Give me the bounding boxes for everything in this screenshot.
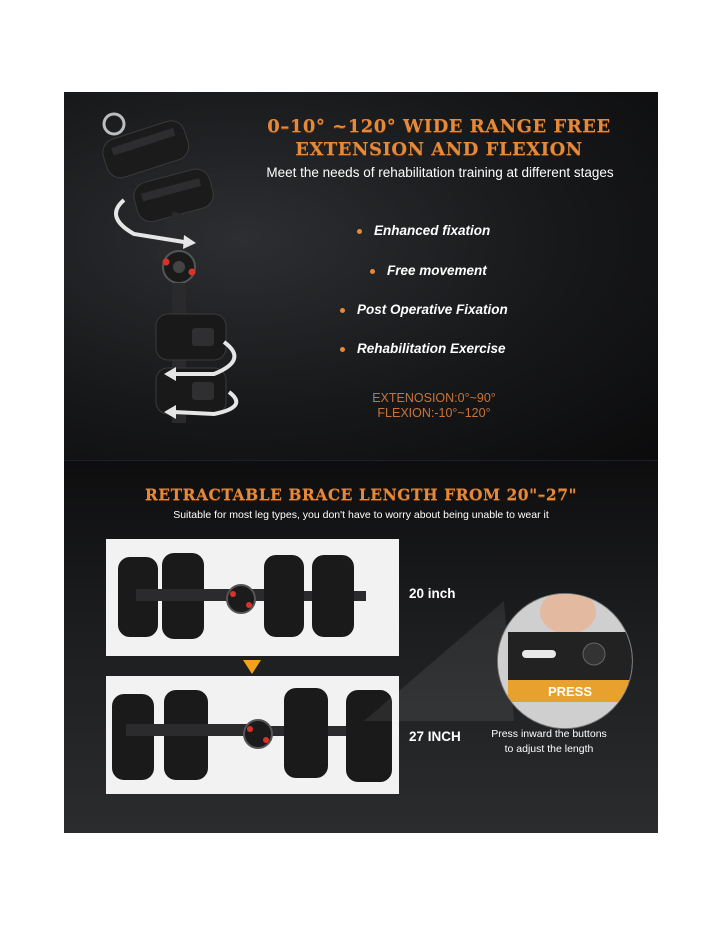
feature-label: Rehabilitation Exercise	[357, 341, 506, 356]
length-subtitle: Suitable for most leg types, you don't h…	[173, 509, 549, 521]
headline-line-2: EXTENSION AND FLEXION	[295, 139, 583, 160]
press-label: PRESS	[548, 684, 592, 699]
top-subtitle: Meet the needs of rehabilitation trainin…	[266, 165, 614, 180]
feature-item: Enhanced fixation	[357, 223, 490, 238]
length-short-label: 20 inch	[409, 586, 456, 601]
feature-label: Enhanced fixation	[374, 223, 491, 238]
length-long-label: 27 INCH	[409, 729, 461, 744]
length-panel: RETRACTABLE BRACE LENGTH FROM 20"–27" Su…	[64, 460, 658, 833]
flexion-range: FLEXION:-10°~120°	[377, 406, 491, 420]
brace-20-inch-image	[106, 539, 399, 656]
brace-long-illustration	[112, 688, 392, 782]
bullet-icon	[340, 346, 345, 352]
press-button-closeup: PRESS	[497, 593, 633, 729]
knee-brace-vertical-image	[102, 112, 239, 423]
brace-short-illustration	[118, 553, 366, 639]
press-instruction-line-1: Press inward the buttons	[491, 728, 607, 740]
feature-item: Post Operative Fixation	[340, 302, 508, 317]
feature-label: Free movement	[387, 263, 487, 278]
headline-line-1: 0–10° ~120° WIDE RANGE FREE	[267, 116, 611, 137]
feature-label: Post Operative Fixation	[357, 302, 508, 317]
bullet-icon	[370, 268, 375, 274]
feature-item: Free movement	[370, 263, 487, 278]
bullet-icon	[340, 307, 345, 313]
length-headline: RETRACTABLE BRACE LENGTH FROM 20"–27"	[144, 485, 578, 504]
press-instruction: Press inward the buttons to adjust the l…	[484, 727, 614, 757]
brace-27-inch-image	[106, 676, 399, 794]
rom-panel: 0–10° ~120° WIDE RANGE FREE EXTENSION AN…	[64, 92, 658, 460]
arrow-down-icon	[243, 660, 261, 674]
press-closeup-image: PRESS	[498, 594, 632, 728]
bullet-icon	[357, 228, 362, 234]
feature-item: Rehabilitation Exercise	[340, 341, 506, 356]
press-instruction-line-2: to adjust the length	[504, 743, 594, 755]
extension-range: EXTENOSION:0°~90°	[372, 391, 496, 405]
zoom-beam	[364, 601, 514, 721]
